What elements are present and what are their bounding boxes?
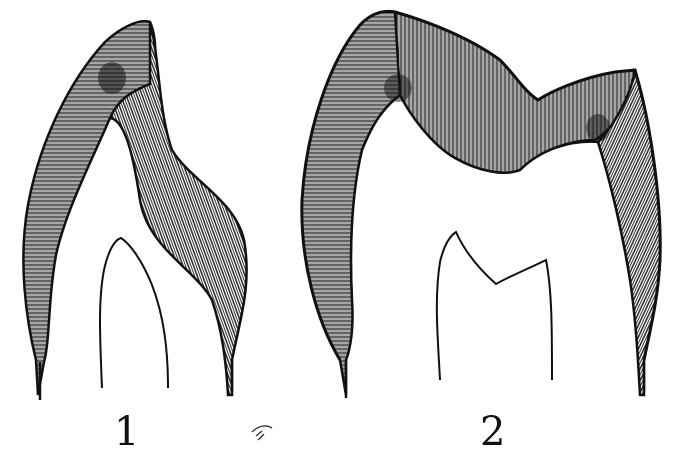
figure-label-1: 1: [114, 410, 139, 454]
tooth-2-cusp-shade-left: [384, 74, 412, 102]
tooth-2-cusp-shade-right: [586, 114, 610, 142]
tooth-2-pulp: [437, 232, 552, 380]
tooth-1: [23, 21, 246, 400]
tooth-1-left-wall: [23, 21, 155, 395]
tooth-1-pulp: [100, 238, 168, 388]
stray-mark: [252, 426, 272, 440]
tooth-2: [302, 11, 660, 398]
tooth-1-cusp-shade: [98, 62, 126, 94]
figure-label-2: 2: [480, 410, 505, 454]
